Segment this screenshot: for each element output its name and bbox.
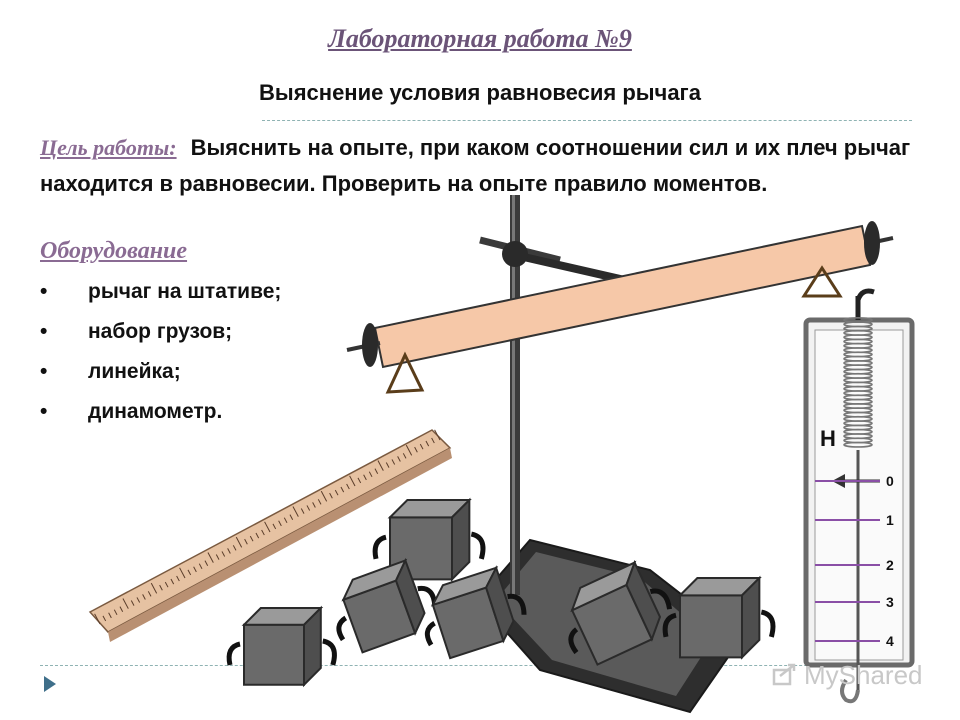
goal-label: Цель работы:: [40, 135, 177, 160]
dynamometer: 0 1 2 3 4 Н: [803, 288, 915, 704]
weight-cube: [226, 605, 337, 688]
scale-label: 1: [886, 512, 894, 528]
next-slide-arrow-icon[interactable]: [44, 676, 56, 692]
weight-cube: [336, 557, 438, 654]
list-item-label: набор грузов;: [88, 320, 233, 343]
lever: [346, 221, 894, 369]
watermark-text: MyShared: [804, 660, 923, 690]
lever-hook-left: [385, 351, 425, 394]
list-item-label: линейка;: [88, 360, 181, 383]
list-item-label: рычаг на штативе;: [88, 280, 282, 303]
scale-label: 3: [886, 594, 894, 610]
watermark: MyShared: [804, 660, 923, 691]
bullet: •: [40, 280, 48, 303]
divider-bottom: [40, 665, 912, 666]
scale-label: 0: [886, 473, 894, 489]
divider-top: [262, 120, 912, 121]
bullet: •: [40, 360, 48, 383]
ruler: [88, 429, 452, 642]
goal-text: Выяснить на опыте, при каком соотношении…: [40, 135, 911, 196]
list-item: • линейка;: [40, 352, 281, 392]
list-item: • набор грузов;: [40, 312, 281, 352]
weight-cube: [568, 559, 673, 666]
bullet: •: [40, 400, 48, 423]
bullet: •: [40, 320, 48, 343]
weights-set: [226, 497, 776, 688]
weight-cube: [424, 565, 527, 660]
dynamometer-unit: Н: [820, 426, 836, 451]
list-item: • динамометр.: [40, 392, 281, 432]
lab-title: Лабораторная работа №9: [328, 24, 632, 53]
equipment-list: • рычаг на штативе; • набор грузов; • линей…: [40, 272, 281, 432]
lever-hook-right: [801, 265, 843, 298]
list-item-label: динамометр.: [88, 400, 223, 423]
lab-subtitle: Выяснение условия равновесия рычага: [259, 80, 701, 105]
equipment-heading: Оборудование: [40, 238, 188, 264]
list-item: • рычаг на штативе;: [40, 272, 281, 312]
watermark-logo-icon: [772, 663, 796, 686]
scale-label: 2: [886, 557, 894, 573]
weight-cube: [662, 575, 776, 660]
scale-label: 4: [886, 633, 894, 649]
goal-block: Цель работы:Выяснить на опыте, при каком…: [40, 130, 920, 202]
